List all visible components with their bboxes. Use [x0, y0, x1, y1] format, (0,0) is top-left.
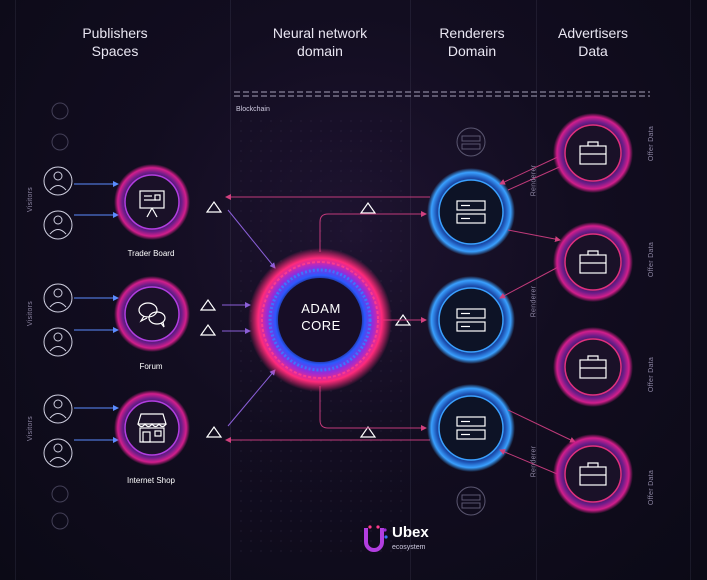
- publisher-to-core-arrows: [222, 209, 276, 427]
- adam-core-node: [248, 248, 392, 392]
- blockchain-label: Blockchain: [236, 106, 270, 113]
- column-divider: [15, 0, 16, 580]
- logo-name: Ubex: [392, 524, 429, 541]
- renderer-advertiser-arrows: [499, 154, 576, 477]
- briefcase-icon: [579, 355, 607, 379]
- renderer-label: Renderer: [530, 285, 538, 318]
- renderer-label: Renderer: [530, 445, 538, 478]
- neural-network-domain-title: Neural network domain: [272, 25, 368, 59]
- server-icon: [456, 200, 486, 224]
- blockchain-chain: [234, 91, 650, 97]
- advertiser-node: [553, 434, 633, 514]
- briefcase-icon: [579, 141, 607, 165]
- advertiser-node: [553, 222, 633, 302]
- visitor-icons: [43, 166, 73, 468]
- visitors-label: Visitors: [27, 186, 35, 213]
- logo-subtitle: ecosystem: [392, 544, 426, 551]
- visitors-label: Visitors: [27, 300, 35, 327]
- column-divider: [230, 0, 231, 580]
- advertiser-node: [553, 113, 633, 193]
- offer-data-label: Offer Data: [648, 469, 656, 506]
- visitors-label: Visitors: [27, 415, 35, 442]
- renderer-node: [427, 384, 515, 472]
- server-icon: [456, 416, 486, 440]
- briefcase-icon: [579, 250, 607, 274]
- advertiser-node: [553, 327, 633, 407]
- offer-data-label: Offer Data: [648, 125, 656, 162]
- publisher-node-internet-shop: [114, 390, 190, 466]
- chat-bubbles-icon: [138, 302, 166, 328]
- renderer-node: [427, 276, 515, 364]
- server-icon: [456, 308, 486, 332]
- column-divider: [690, 0, 691, 580]
- faded-visitor-icons: [51, 102, 69, 530]
- offer-data-label: Offer Data: [648, 241, 656, 278]
- advertisers-data-title: Advertisers Data: [557, 25, 629, 59]
- storefront-icon: [137, 413, 167, 443]
- briefcase-icon: [579, 462, 607, 486]
- publisher-node-trader-board: [114, 164, 190, 240]
- publisher-node-forum: [114, 276, 190, 352]
- forum-label: Forum: [139, 362, 163, 371]
- adam-core-label: ADAM CORE: [301, 301, 341, 333]
- trader-board-label: Trader Board: [127, 249, 175, 258]
- faded-server-icons: [456, 127, 486, 516]
- ubex-logo: Ubex ecosystem: [360, 522, 470, 558]
- visitor-arrows: [74, 181, 119, 443]
- publishers-spaces-title: Publishers Spaces: [82, 25, 148, 59]
- renderer-node: [427, 168, 515, 256]
- column-divider: [410, 0, 411, 580]
- internet-shop-label: Internet Shop: [126, 476, 176, 485]
- renderer-label: Renderer: [530, 164, 538, 197]
- presentation-board-icon: [139, 190, 165, 218]
- column-divider: [536, 0, 537, 580]
- renderers-domain-title: Renderers Domain: [439, 25, 505, 59]
- renderer-return-arrows: [225, 194, 430, 443]
- ubex-logo-mark: [364, 525, 388, 552]
- offer-data-label: Offer Data: [648, 356, 656, 393]
